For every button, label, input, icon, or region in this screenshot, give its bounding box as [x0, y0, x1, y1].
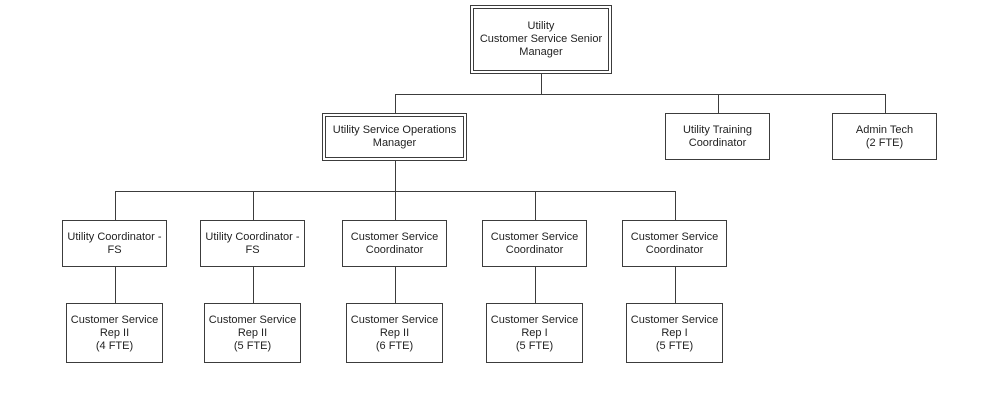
org-node-utility-coordinator-fs-2: Utility Coordinator -FS: [200, 220, 305, 267]
org-node-label-line: FS: [245, 243, 260, 256]
org-node-label-line: (4 FTE): [95, 339, 134, 352]
org-node-label-line: Customer Service: [70, 313, 159, 326]
org-node-label-line: (5 FTE): [655, 339, 694, 352]
org-node-label-line: Customer Service: [630, 230, 719, 243]
connector-line: [395, 191, 396, 220]
org-node-label-line: Rep II: [99, 326, 130, 339]
connector-line: [253, 191, 254, 220]
org-node-label-line: FS: [107, 243, 122, 256]
connector-line: [395, 94, 396, 113]
org-node-label-line: Utility Coordinator -: [67, 230, 162, 243]
org-node-label-line: Utility Coordinator -: [205, 230, 300, 243]
org-node-label-line: Customer Service: [490, 230, 579, 243]
org-node-label-line: Utility: [527, 20, 555, 32]
org-node-label-line: Rep II: [237, 326, 268, 339]
org-node-label-line: Customer Service: [350, 313, 439, 326]
org-node-label-line: (5 FTE): [233, 339, 272, 352]
org-node-label-line: Coordinator: [645, 243, 704, 256]
org-node-label-line: Customer Service: [208, 313, 297, 326]
connector-line: [885, 94, 886, 113]
org-node-admin-tech: Admin Tech(2 FTE): [832, 113, 937, 160]
connector-line: [395, 267, 396, 303]
org-node-utility-coordinator-fs-1: Utility Coordinator -FS: [62, 220, 167, 267]
org-node-label-line: (5 FTE): [515, 339, 554, 352]
connector-line: [675, 267, 676, 303]
org-node-label-line: Manager: [372, 137, 417, 149]
connector-line: [541, 74, 542, 94]
org-node-label-line: Coordinator: [688, 136, 747, 149]
connector-line: [535, 267, 536, 303]
org-node-label-line: Admin Tech: [855, 123, 914, 136]
connector-line: [395, 94, 886, 95]
org-node-label-line: Customer Service: [350, 230, 439, 243]
org-node-label-line: Manager: [519, 46, 563, 58]
connector-line: [115, 191, 116, 220]
org-node-label-line: (2 FTE): [865, 136, 904, 149]
connector-line: [718, 94, 719, 113]
org-node-label-line: (6 FTE): [375, 339, 414, 352]
org-node-label-line: Customer Service Senior: [479, 33, 603, 45]
org-node-label-line: Utility Service Operations: [332, 124, 457, 136]
connector-line: [253, 267, 254, 303]
org-node-label-line: Customer Service: [490, 313, 579, 326]
connector-line: [675, 191, 676, 220]
org-node-label-line: Coordinator: [505, 243, 564, 256]
connector-line: [115, 267, 116, 303]
connector-line: [395, 161, 396, 191]
org-node-label-line: Rep I: [521, 326, 548, 339]
org-node-label-line: Rep II: [379, 326, 410, 339]
org-node-label-line: Coordinator: [365, 243, 424, 256]
org-node-label-line: Rep I: [661, 326, 688, 339]
org-node-label-line: Utility Training: [682, 123, 753, 136]
org-node-label-line: Customer Service: [630, 313, 719, 326]
connector-line: [535, 191, 536, 220]
